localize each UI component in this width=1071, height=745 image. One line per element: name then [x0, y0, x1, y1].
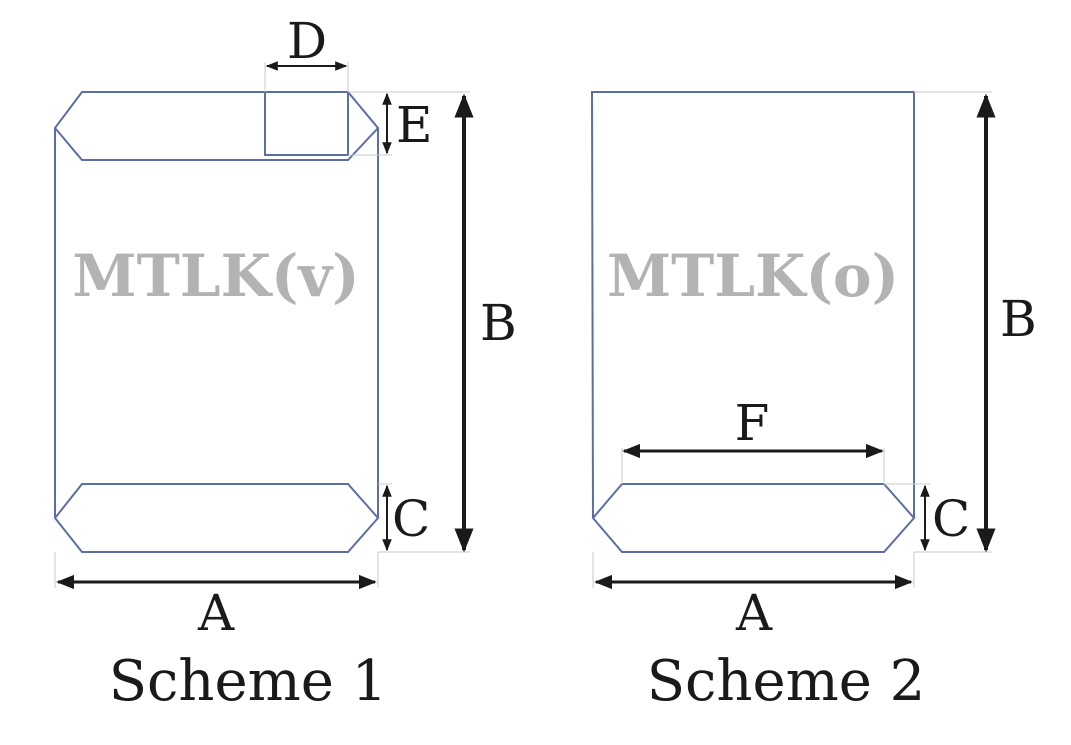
scheme-1-label-a: A [197, 584, 235, 642]
scheme-2-label-f: F [735, 394, 770, 452]
scheme-2-watermark: MTLK(o) [607, 242, 899, 310]
scheme-2-label-c: C [932, 490, 970, 548]
scheme-1-watermark: MTLK(v) [72, 242, 359, 310]
scheme-1-label-e: E [396, 96, 433, 154]
scheme-2-label-b: B [1000, 290, 1037, 348]
scheme-1-label-c: C [392, 490, 430, 548]
scheme-1-bag-body [54, 128, 379, 518]
scheme-2: B F C A MTLK(o) Scheme 2 [590, 91, 1037, 714]
scheme-1-valve [264, 91, 349, 156]
scheme-1-label-d: D [287, 12, 327, 70]
scheme-1-bottom-fold [53, 483, 380, 553]
scheme-1-top-fold [53, 91, 380, 161]
scheme-2-label-a: A [735, 584, 773, 642]
scheme-2-bottom-fold [591, 483, 916, 553]
scheme-1-caption: Scheme 1 [109, 649, 388, 714]
scheme-1: D E B C A MTLK(v) Scheme 1 [53, 12, 517, 714]
scheme-2-caption: Scheme 2 [647, 649, 926, 714]
scheme-1-label-b: B [480, 294, 517, 352]
scheme-2-extension-lines [592, 91, 992, 588]
scheme-2-bag-body [590, 91, 915, 519]
scheme-1-extension-lines [54, 62, 470, 588]
